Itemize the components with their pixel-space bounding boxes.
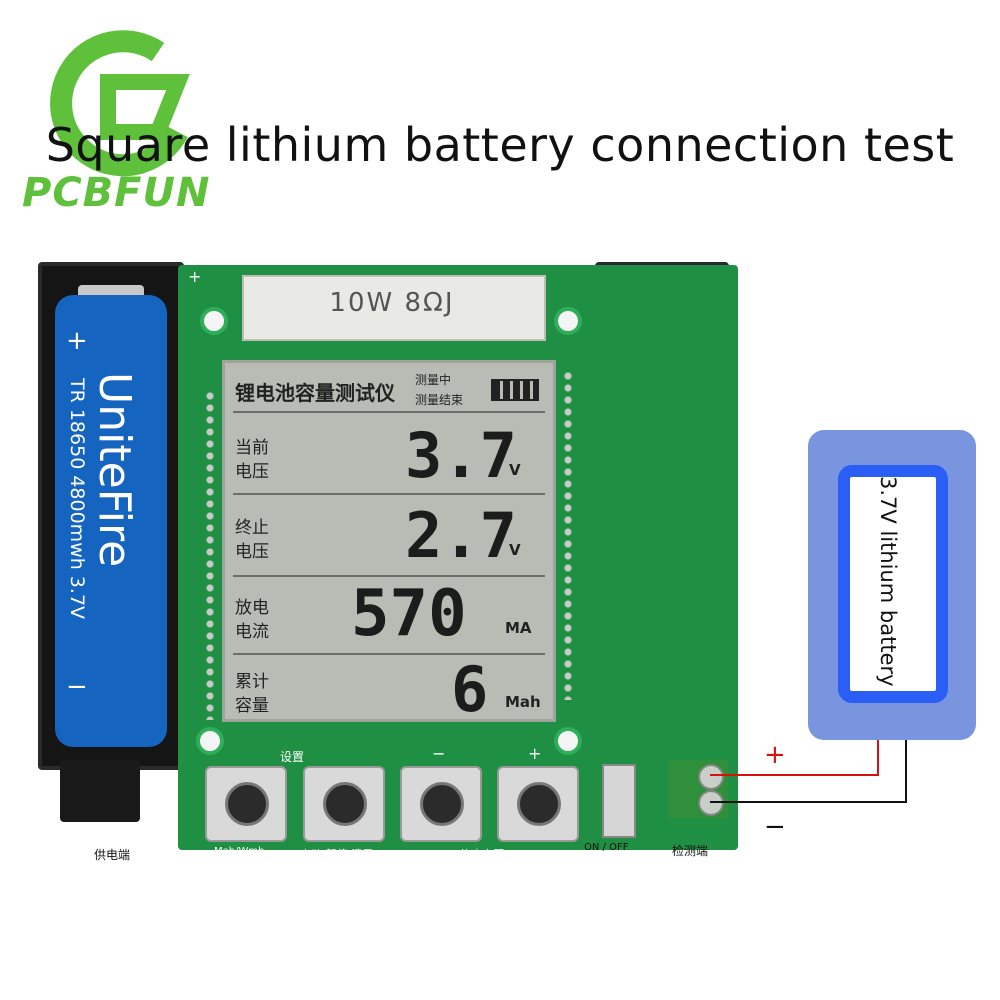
current-voltage-value: 3.7	[405, 419, 517, 492]
pin-header-left	[204, 390, 216, 720]
cell-spec: TR 18650 4800mwh 3.7V	[66, 378, 88, 620]
power-switch[interactable]	[602, 764, 636, 838]
test-port-label: 检测端	[672, 844, 709, 858]
cell-brand: UniteFire	[89, 372, 140, 568]
discharge-current-unit: MA	[505, 619, 532, 637]
terminal-screw-positive[interactable]	[698, 764, 724, 790]
mount-hole	[196, 727, 224, 755]
row2-label: 电压	[235, 542, 269, 562]
button-cap	[517, 782, 561, 826]
corner-plus-label: +	[188, 267, 202, 286]
button-top-label-minus: −	[432, 744, 446, 763]
power-resistor	[242, 275, 546, 341]
dc-jack	[60, 760, 140, 822]
cell-minus-mark: −	[66, 672, 88, 702]
lcd-divider	[233, 575, 545, 577]
mount-hole	[200, 307, 228, 335]
row1-label: 电压	[235, 462, 269, 482]
row1-label: 当前	[235, 438, 269, 458]
wire-plus-label: +	[764, 740, 786, 770]
capacity-value: 6	[451, 653, 489, 726]
lcd-divider	[233, 411, 545, 413]
current-voltage-unit: V	[509, 461, 521, 479]
switch-label: ON / OFF	[584, 842, 629, 853]
external-battery-label: 3.7V lithium battery	[876, 476, 900, 687]
discharge-current-value: 570	[351, 577, 467, 651]
row4-label: 容量	[235, 696, 269, 716]
pcbfun-logo-mark	[50, 30, 190, 177]
lithium-cell	[55, 295, 167, 747]
button-cap	[420, 782, 464, 826]
button-label-cutoff: 终止电压	[460, 848, 504, 861]
wire-minus-label: −	[764, 812, 786, 842]
test-wires	[710, 740, 907, 803]
test-terminal-block	[668, 760, 728, 818]
button-label-mah-wmh: Mah/Wmh	[214, 846, 265, 857]
pcbfun-logo-text: PCBFUN	[22, 170, 211, 216]
cutoff-voltage-value: 2.7	[405, 499, 517, 572]
external-battery-label-panel	[838, 465, 948, 703]
lcd-status-measuring: 测量中	[415, 373, 452, 387]
plus-button[interactable]	[497, 766, 579, 842]
minus-button[interactable]	[400, 766, 482, 842]
button-top-label-set: 设置	[280, 750, 305, 764]
power-input-label: 供电端	[94, 848, 131, 862]
cutoff-voltage-unit: V	[509, 541, 521, 559]
button-label-start-pause: 启动/暂停/清零	[300, 848, 374, 861]
lcd-header: 锂电池容量测试仪	[235, 381, 395, 405]
mount-hole	[554, 307, 582, 335]
row2-label: 终止	[235, 518, 269, 538]
button-cap	[225, 782, 269, 826]
resistor-label: 10W 8ΩJ	[329, 288, 455, 318]
cell-plus-mark: +	[66, 326, 88, 356]
lcd-divider	[233, 493, 545, 495]
mount-hole	[554, 727, 582, 755]
button-top-label-plus: +	[528, 744, 542, 763]
row3-label: 电流	[235, 622, 269, 642]
lcd-battery-icon	[491, 379, 539, 401]
mode-button[interactable]	[205, 766, 287, 842]
pin-header-right	[562, 370, 574, 700]
start-pause-button[interactable]	[303, 766, 385, 842]
button-cap	[323, 782, 367, 826]
page-title: Square lithium battery connection test	[45, 118, 955, 172]
power-spec-label: DC5-12V	[139, 772, 150, 817]
lcd-divider	[233, 653, 545, 655]
capacity-unit: Mah	[505, 693, 541, 711]
row4-label: 累计	[235, 672, 269, 692]
lcd-status-done: 测量结束	[415, 393, 464, 407]
lcd-display: 锂电池容量测试仪 测量中 测量结束 当前 电压 3.7 V 终止 电压 2.7 …	[222, 360, 556, 726]
row3-label: 放电	[235, 598, 269, 618]
